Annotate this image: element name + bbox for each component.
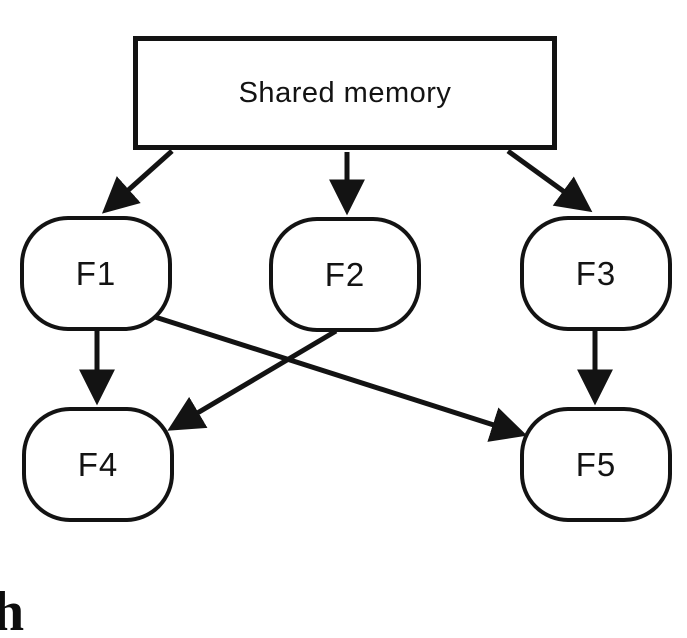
node-f2-label: F2 <box>324 255 366 293</box>
node-f4: F4 <box>22 407 174 522</box>
edge-f1-to-f5 <box>154 314 528 442</box>
caption-fragment: h <box>0 581 25 638</box>
edge-shared-memory-to-f3 <box>506 148 593 213</box>
shared-memory-label: Shared memory <box>238 76 452 109</box>
edge-f2-to-f4 <box>167 328 338 431</box>
node-f5: F5 <box>520 407 672 522</box>
node-shared-memory: Shared memory <box>133 36 557 150</box>
node-f3: F3 <box>520 216 672 331</box>
node-f1: F1 <box>20 216 172 331</box>
node-f2: F2 <box>269 217 421 332</box>
node-f4-label: F4 <box>77 445 119 483</box>
node-f5-label: F5 <box>575 445 617 483</box>
edge-shared-memory-to-f1 <box>101 149 174 214</box>
node-f3-label: F3 <box>575 254 617 292</box>
node-f1-label: F1 <box>75 254 117 292</box>
